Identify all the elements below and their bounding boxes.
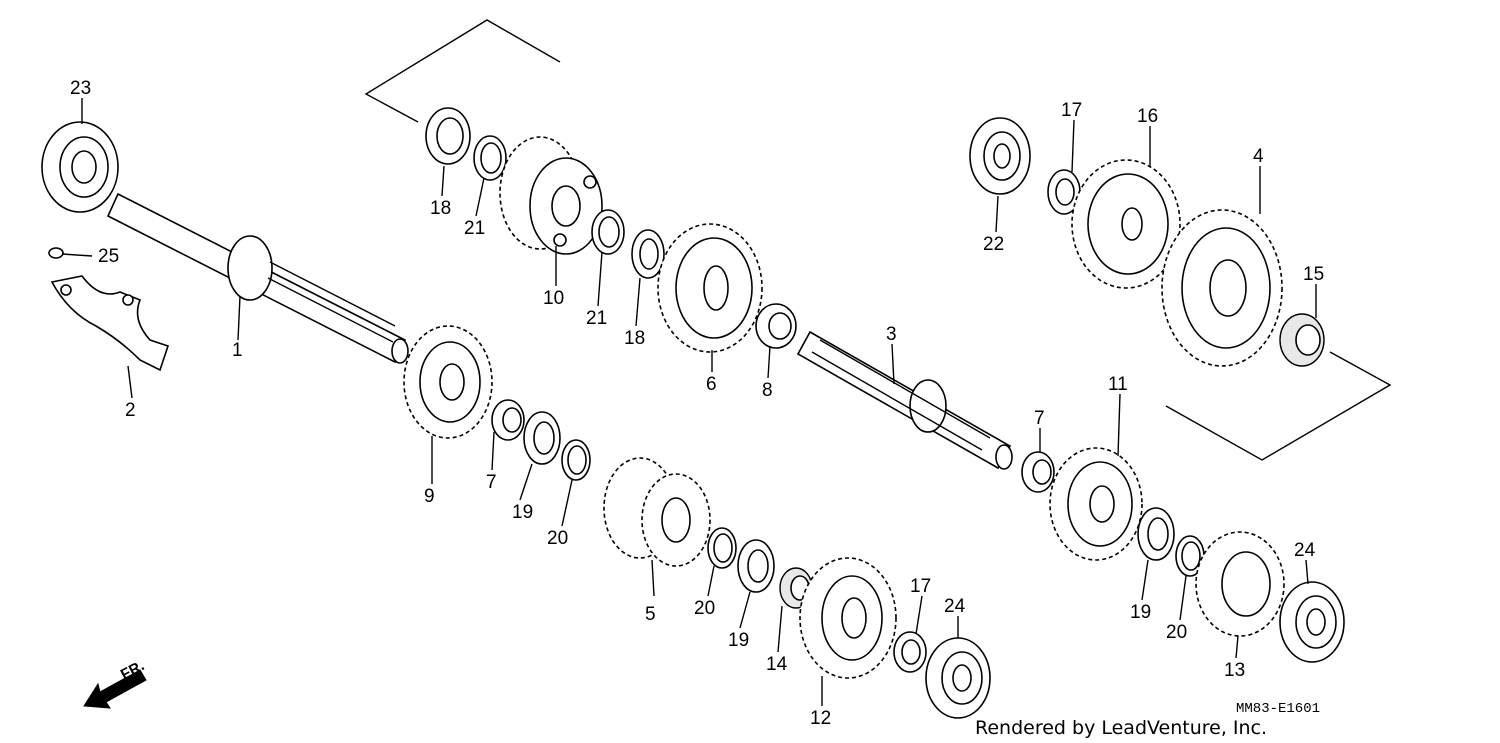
callout-6[interactable]: 6 bbox=[706, 374, 717, 395]
callout-21-mid[interactable]: 21 bbox=[586, 308, 607, 329]
diagram-code: MM83-E1601 bbox=[1236, 701, 1320, 717]
callout-18-top[interactable]: 18 bbox=[430, 198, 451, 219]
part-21-circlip-top bbox=[473, 135, 507, 181]
front-direction-arrow: FR. bbox=[83, 657, 147, 709]
part-12-gear bbox=[799, 557, 897, 679]
part-13-gear bbox=[1195, 531, 1285, 637]
callout-2[interactable]: 2 bbox=[125, 400, 136, 421]
callout-20-left[interactable]: 20 bbox=[547, 528, 568, 549]
callout-21-top[interactable]: 21 bbox=[464, 218, 485, 239]
subassembly-bracket-right bbox=[1165, 351, 1392, 461]
part-24-bearing-bottom bbox=[925, 637, 991, 719]
callout-20-right[interactable]: 20 bbox=[1166, 622, 1187, 643]
part-15-needle-bearing bbox=[1279, 313, 1325, 367]
part-16-gear bbox=[1071, 159, 1181, 289]
callout-18-mid[interactable]: 18 bbox=[624, 328, 645, 349]
part-7-bushing-right bbox=[1021, 451, 1055, 493]
part-19-washer-left bbox=[523, 411, 561, 465]
part-20-circlip-right bbox=[1175, 535, 1205, 577]
callout-7-right[interactable]: 7 bbox=[1034, 408, 1045, 429]
callout-1[interactable]: 1 bbox=[232, 340, 243, 361]
part-2-bracket bbox=[50, 275, 170, 372]
part-24-bearing-right bbox=[1279, 581, 1345, 663]
callout-23[interactable]: 23 bbox=[70, 78, 91, 99]
callout-9[interactable]: 9 bbox=[424, 486, 435, 507]
callout-24-bottom[interactable]: 24 bbox=[944, 596, 966, 617]
callout-24-right[interactable]: 24 bbox=[1294, 540, 1316, 561]
part-8-bushing bbox=[755, 303, 797, 349]
part-19-washer-right bbox=[1137, 507, 1175, 561]
callout-14[interactable]: 14 bbox=[766, 654, 788, 675]
part-5-gear bbox=[603, 457, 711, 567]
part-4-gear bbox=[1161, 209, 1283, 367]
callout-11[interactable]: 11 bbox=[1108, 374, 1128, 395]
callout-12[interactable]: 12 bbox=[810, 708, 831, 729]
render-credit: Rendered by LeadVenture, Inc. bbox=[975, 717, 1267, 739]
part-11-gear bbox=[1049, 447, 1143, 561]
callout-22[interactable]: 22 bbox=[983, 234, 1004, 255]
callout-3[interactable]: 3 bbox=[886, 324, 897, 345]
callout-20-bottom[interactable]: 20 bbox=[694, 598, 715, 619]
part-19-washer-bottom bbox=[737, 539, 775, 593]
callout-13[interactable]: 13 bbox=[1224, 660, 1245, 681]
callout-labels: 1 2 3 4 5 6 7 7 8 9 10 11 12 13 14 15 16… bbox=[70, 78, 1324, 729]
part-25-bolt bbox=[48, 247, 93, 259]
callout-15[interactable]: 15 bbox=[1303, 264, 1324, 285]
callout-10[interactable]: 10 bbox=[543, 288, 564, 309]
part-21-circlip-mid bbox=[591, 209, 625, 255]
part-22-bearing bbox=[969, 117, 1031, 195]
callout-16[interactable]: 16 bbox=[1137, 106, 1158, 127]
callout-19-bottom[interactable]: 19 bbox=[728, 630, 749, 651]
part-1-main-shaft bbox=[106, 192, 409, 364]
part-10-gear bbox=[499, 136, 603, 255]
callout-19-left[interactable]: 19 bbox=[512, 502, 533, 523]
part-6-gear bbox=[657, 223, 763, 353]
part-18-washer-top bbox=[425, 107, 471, 165]
part-20-circlip-left bbox=[561, 439, 591, 481]
part-18-washer-mid bbox=[631, 229, 665, 279]
callout-25[interactable]: 25 bbox=[98, 246, 119, 267]
leader-lines bbox=[81, 98, 1317, 706]
part-17-washer-bottom bbox=[893, 631, 927, 673]
part-7-bushing-left bbox=[491, 399, 525, 441]
callout-7-left[interactable]: 7 bbox=[486, 472, 497, 493]
subassembly-bracket-top-left bbox=[364, 19, 561, 123]
part-3-countershaft bbox=[796, 330, 1013, 470]
callout-4[interactable]: 4 bbox=[1253, 146, 1264, 167]
callout-17-top[interactable]: 17 bbox=[1061, 100, 1082, 121]
part-20-circlip-bottom bbox=[707, 527, 737, 569]
callout-5[interactable]: 5 bbox=[645, 604, 656, 625]
callout-19-right[interactable]: 19 bbox=[1130, 602, 1151, 623]
callout-17-bottom[interactable]: 17 bbox=[910, 576, 931, 597]
part-9-gear bbox=[403, 325, 493, 439]
part-23-bearing bbox=[41, 121, 119, 213]
callout-8[interactable]: 8 bbox=[762, 380, 773, 401]
